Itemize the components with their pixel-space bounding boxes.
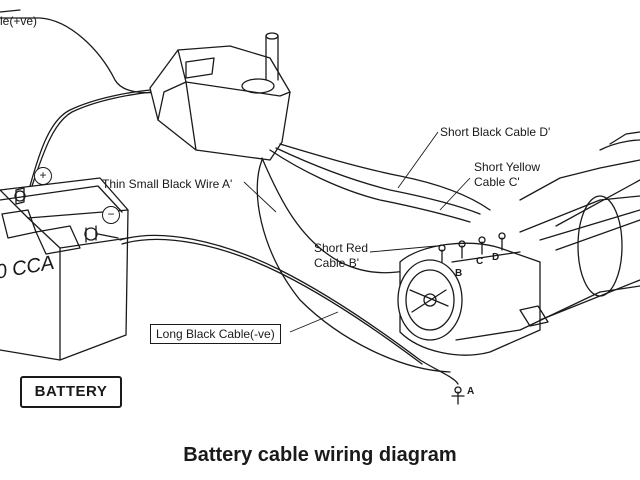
terminal-a-label: A (467, 386, 475, 397)
label-short-red-line2: Cable B' (314, 256, 359, 270)
battery-terminals (14, 187, 119, 243)
terminal-b-label: B (455, 268, 463, 279)
control-box (149, 32, 291, 161)
leader-a (243, 181, 277, 213)
label-short-yellow-line1: Short Yellow (474, 160, 541, 174)
battery-body (0, 177, 129, 361)
label-short-black-cable-d: Short Black Cable D' (440, 125, 551, 139)
label-thin-small-black-wire: Thin Small Black Wire A' (102, 177, 233, 191)
terminal-d-label: D (492, 252, 500, 263)
leader-c (439, 177, 471, 211)
leader-d (397, 131, 439, 189)
diagram-caption: Battery cable wiring diagram (183, 444, 457, 466)
winch-drum (519, 131, 640, 331)
minus-terminal-marker: − (102, 206, 120, 224)
leader-long-black (289, 311, 339, 333)
label-short-yellow-line2: Cable C' (474, 175, 520, 189)
label-long-black-cable: Long Black Cable(-ve) (150, 324, 281, 344)
negative-cable (119, 234, 459, 385)
plus-terminal-marker: + (34, 167, 52, 185)
label-positive-cable: Cable(+ve) (0, 14, 38, 28)
positive-cable (29, 89, 151, 187)
winch-motor (397, 232, 541, 356)
label-short-red-line1: Short Red (314, 241, 369, 255)
battery-tag: BATTERY (20, 376, 122, 408)
terminal-c-label: C (476, 256, 484, 267)
ground-bolt (451, 391, 465, 405)
leader-b (369, 245, 437, 253)
